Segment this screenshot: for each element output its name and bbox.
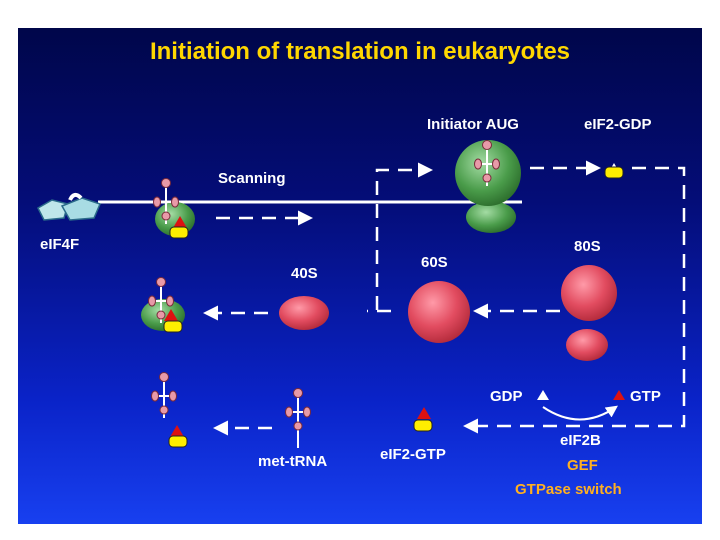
subunit-60s bbox=[408, 281, 470, 343]
initiator-aug-label: Initiator AUG bbox=[427, 116, 519, 133]
gdp-label: GDP bbox=[490, 388, 523, 405]
label-80s: 80S bbox=[574, 238, 601, 255]
eif4f-label: eIF4F bbox=[40, 236, 80, 253]
preinitiation-complex bbox=[141, 276, 185, 333]
label-60s: 60S bbox=[421, 254, 448, 271]
exchange-arc bbox=[542, 405, 618, 421]
eif2-gtp-complex bbox=[413, 407, 433, 432]
gtpase-switch-label: GTPase switch bbox=[515, 481, 622, 498]
met-trna-label: met-tRNA bbox=[258, 453, 328, 470]
gef-label: GEF bbox=[567, 457, 598, 474]
label-40s: 40S bbox=[291, 265, 318, 282]
scanning-label: Scanning bbox=[218, 170, 286, 187]
eif4f-complex bbox=[37, 193, 102, 221]
eif2-gtp-label: eIF2-GTP bbox=[380, 446, 446, 463]
translation-diagram bbox=[37, 139, 686, 448]
subunit-40s bbox=[279, 296, 329, 330]
scanning-complex bbox=[152, 177, 195, 239]
ribosome-80s bbox=[561, 265, 617, 361]
initiator-aug-complex bbox=[455, 139, 521, 233]
eif2-gdp-complex bbox=[604, 163, 624, 179]
eif2-gdp-label: eIF2-GDP bbox=[584, 116, 652, 133]
gtp-triangle bbox=[613, 390, 625, 400]
met-trna-molecule bbox=[284, 387, 312, 448]
gdp-triangle bbox=[537, 390, 549, 400]
slide-title: Initiation of translation in eukaryotes bbox=[149, 38, 571, 65]
gtp-label: GTP bbox=[630, 388, 661, 405]
cycle-arrows bbox=[203, 160, 686, 436]
ternary-complex bbox=[150, 371, 188, 448]
slide: Initiation of translation in eukaryotes … bbox=[18, 28, 702, 524]
eif2b-label: eIF2B bbox=[560, 432, 601, 449]
